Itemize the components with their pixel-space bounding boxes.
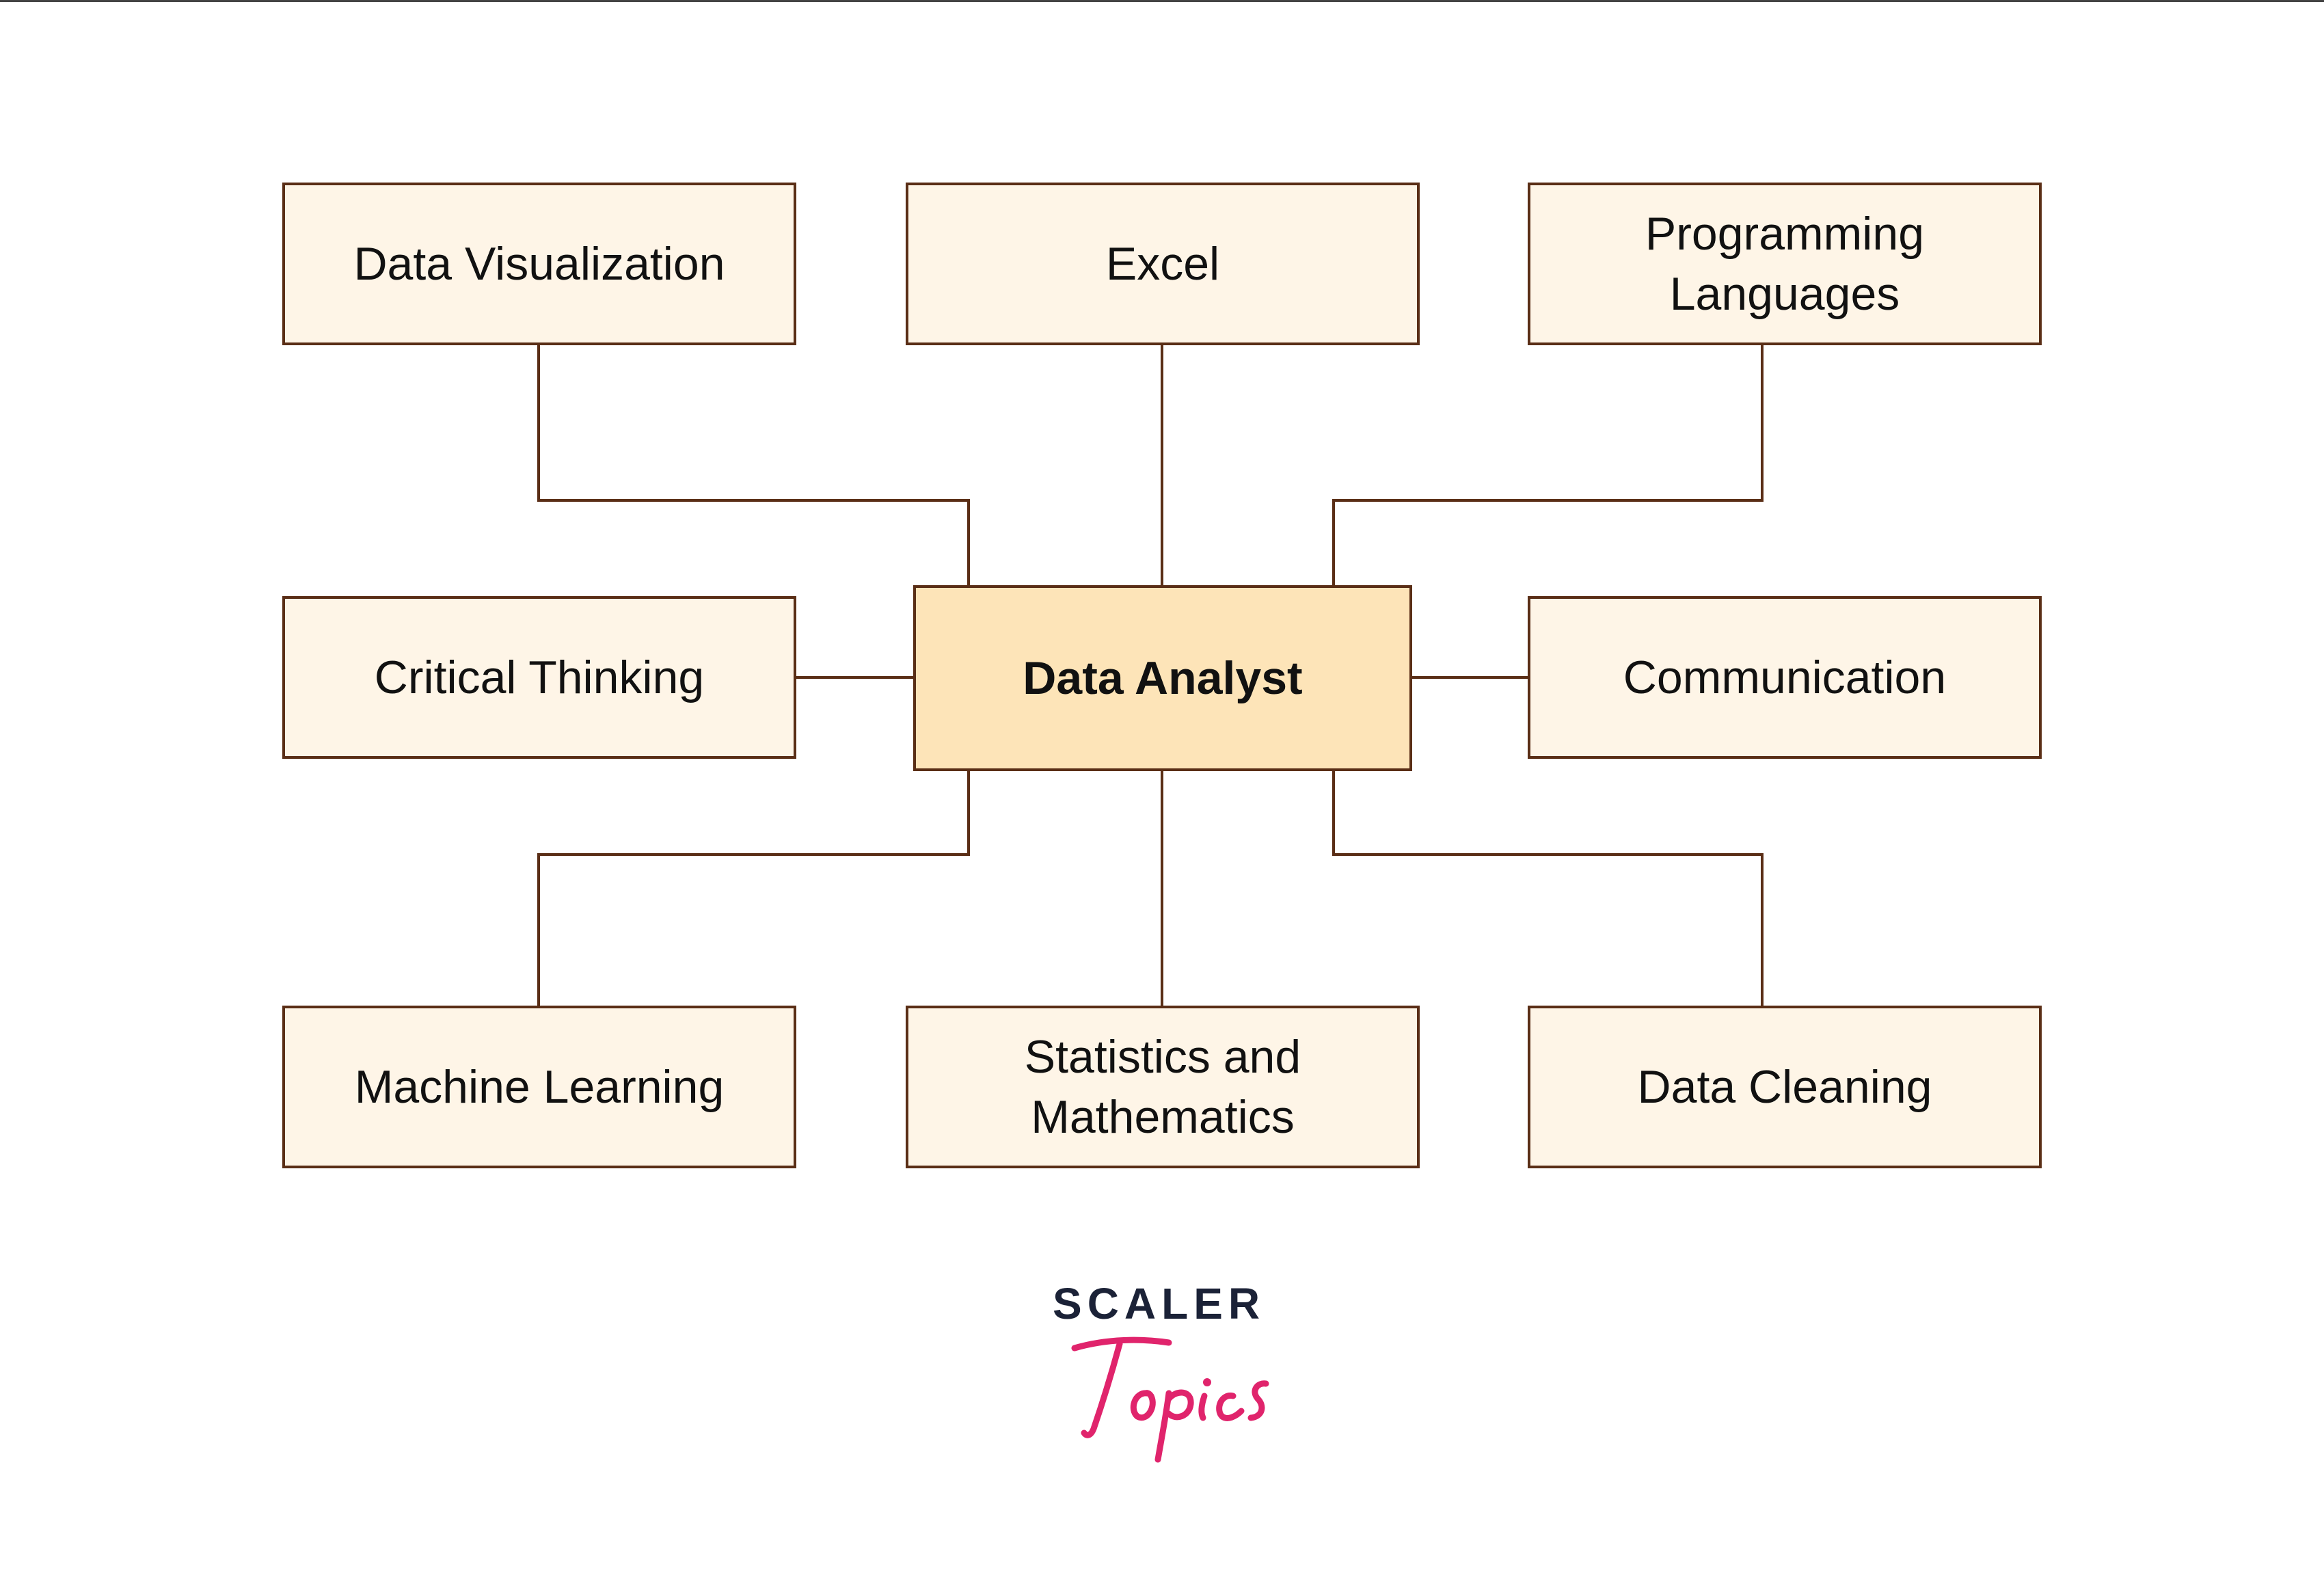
logo-script-topics bbox=[1071, 1336, 1269, 1463]
connector-machine-learning bbox=[537, 770, 970, 1007]
skill-box-communication: Communication bbox=[1528, 596, 2042, 759]
scaler-topics-logo: SCALER bbox=[1053, 1278, 1285, 1463]
skill-label: Programming Languages bbox=[1645, 207, 1925, 320]
connector-data-cleaning bbox=[1332, 770, 1764, 1007]
skill-label: Critical Thinking bbox=[374, 651, 705, 703]
skill-label: Excel bbox=[1105, 237, 1220, 290]
skill-box-machine-learning: Machine Learning bbox=[282, 1006, 796, 1168]
connector-programming-languages bbox=[1332, 344, 1764, 585]
skill-box-programming-languages: Programming Languages bbox=[1528, 183, 2042, 345]
center-label: Data Analyst bbox=[1023, 651, 1303, 704]
logo-wordmark: SCALER bbox=[1053, 1279, 1266, 1328]
skill-label: Data Cleaning bbox=[1637, 1060, 1932, 1113]
skill-label: Machine Learning bbox=[354, 1060, 725, 1113]
top-border-rule bbox=[0, 0, 2324, 2]
skill-box-data-cleaning: Data Cleaning bbox=[1528, 1006, 2042, 1168]
skill-box-data-visualization: Data Visualization bbox=[282, 183, 796, 345]
center-box-data-analyst: Data Analyst bbox=[913, 585, 1412, 771]
skill-box-critical-thinking: Critical Thinking bbox=[282, 596, 796, 759]
skill-label: Communication bbox=[1623, 651, 1947, 703]
skill-box-excel: Excel bbox=[906, 183, 1420, 345]
skill-box-statistics-and-mathematics: Statistics and Mathematics bbox=[906, 1006, 1420, 1168]
skill-label: Statistics and Mathematics bbox=[1024, 1030, 1301, 1143]
connector-data-visualization bbox=[537, 344, 970, 585]
skill-label: Data Visualization bbox=[353, 237, 725, 290]
